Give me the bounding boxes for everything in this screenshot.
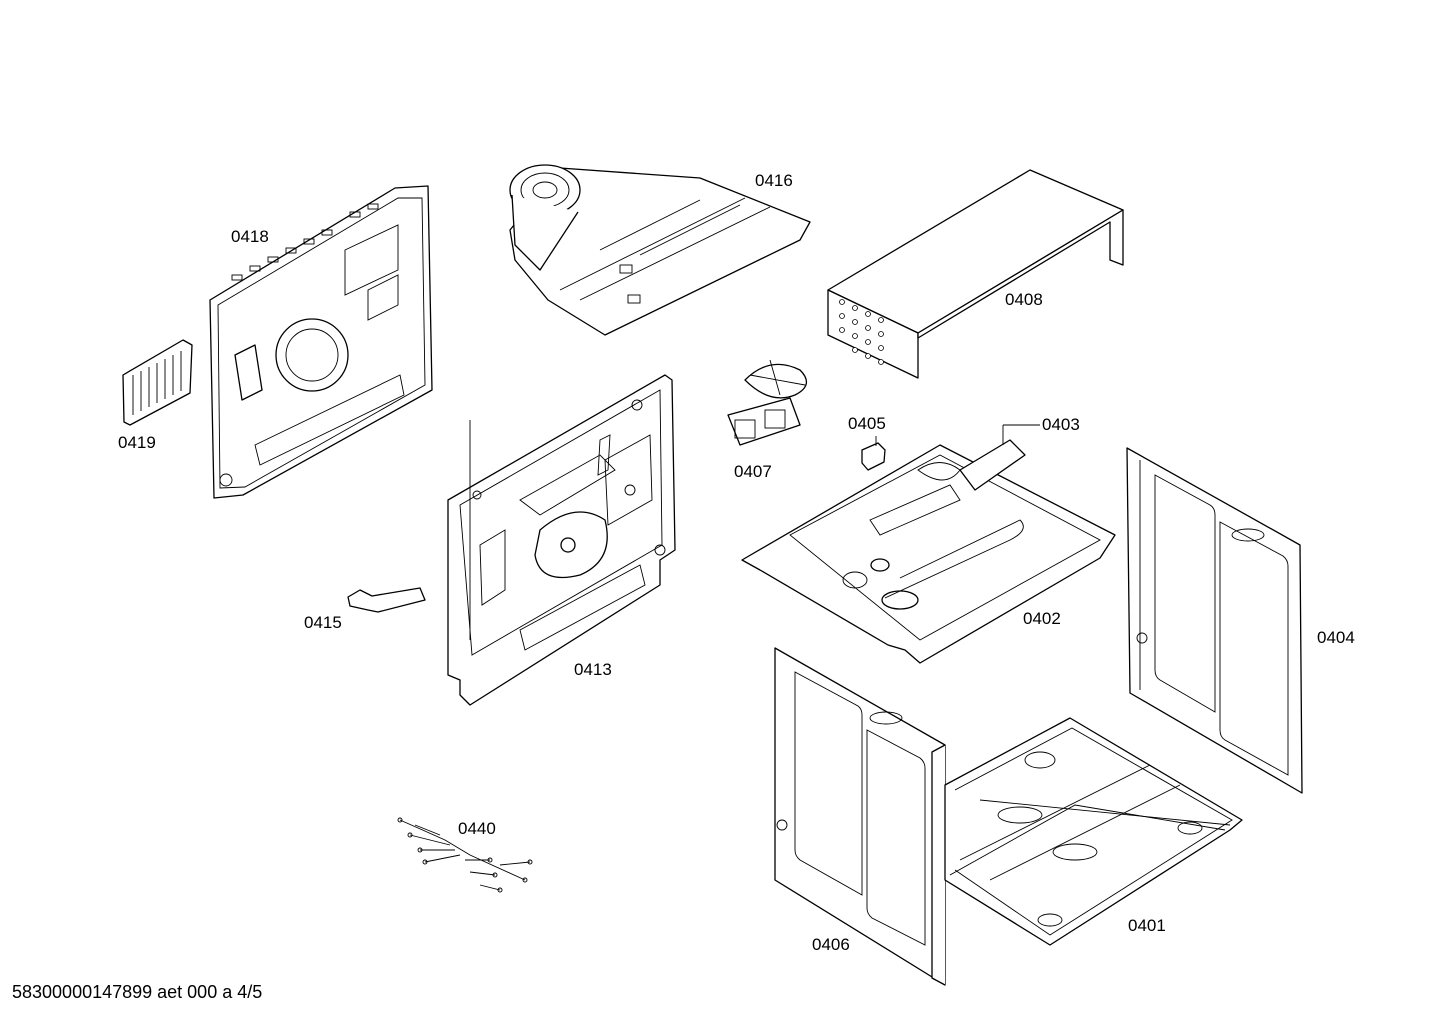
part-0440-wiring-harness[interactable] [397, 817, 533, 893]
label-0405: 0405 [848, 414, 886, 433]
part-0419-grille[interactable] [122, 339, 193, 426]
label-0413: 0413 [574, 660, 612, 679]
label-0407: 0407 [734, 462, 772, 481]
label-0403: 0403 [1042, 415, 1080, 434]
part-0402-top-panel[interactable] [741, 439, 1116, 664]
part-0418-back-panel[interactable] [209, 185, 433, 499]
part-0413-inner-rear-panel[interactable] [447, 374, 676, 706]
label-0419: 0419 [118, 433, 156, 452]
label-0415: 0415 [304, 613, 342, 632]
part-0407-fan-motor[interactable] [727, 359, 807, 446]
label-0406: 0406 [812, 935, 850, 954]
label-0401: 0401 [1128, 916, 1166, 935]
part-0404-right-side-panel[interactable] [1126, 447, 1303, 794]
label-0408: 0408 [1005, 290, 1043, 309]
part-0406-left-side-panel[interactable] [774, 647, 946, 986]
label-0404: 0404 [1317, 628, 1355, 647]
part-0405-thermostat[interactable] [861, 436, 886, 471]
label-0402: 0402 [1023, 609, 1061, 628]
part-0416-fan-housing[interactable] [509, 164, 811, 336]
label-0418: 0418 [231, 227, 269, 246]
part-0401-bottom-frame[interactable] [944, 717, 1243, 946]
label-0416: 0416 [755, 171, 793, 190]
drawing-reference-number: 58300000147899 aet 000 a 4/5 [12, 982, 263, 1002]
label-0440: 0440 [458, 819, 496, 838]
part-0408-top-cover[interactable] [827, 169, 1124, 379]
part-0415-switch[interactable] [347, 587, 426, 613]
